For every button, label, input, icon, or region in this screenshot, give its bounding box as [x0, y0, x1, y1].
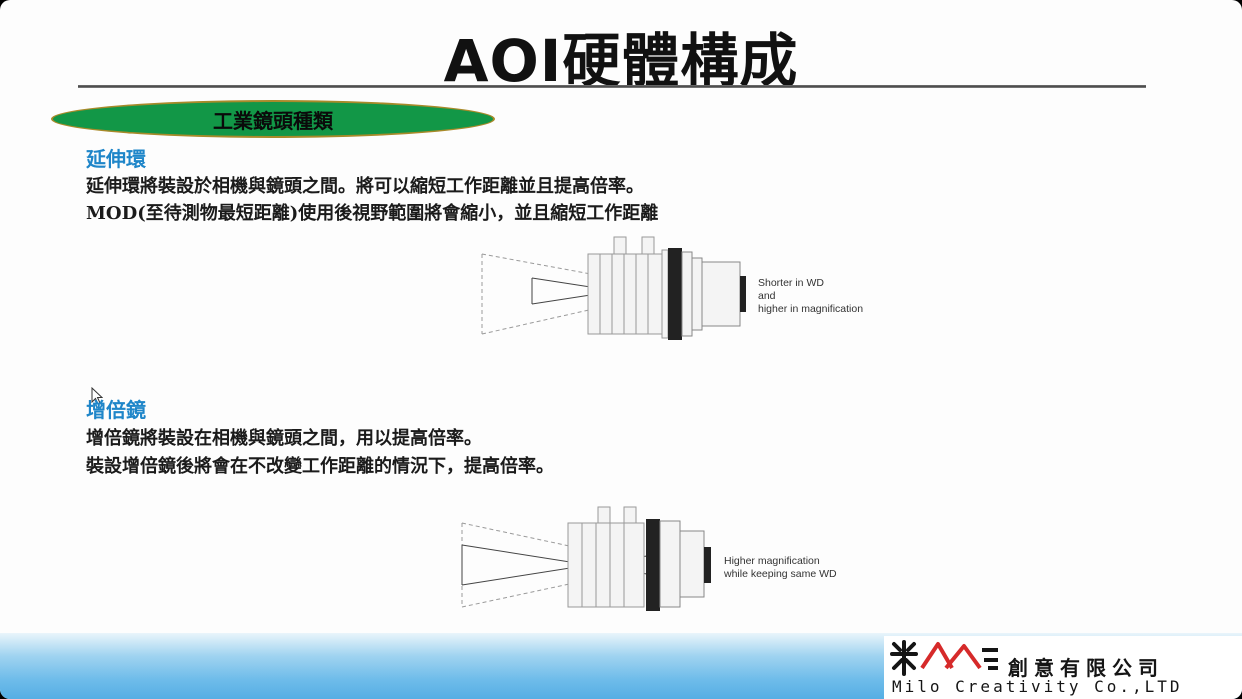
extension-ring-line-1: 延伸環將裝設於相機與鏡頭之間。將可以縮短工作距離並且提高倍率。 — [86, 176, 644, 197]
title-divider — [78, 85, 1146, 88]
section-pill: 工業鏡頭種類 — [51, 100, 495, 138]
extension-ring-diagram: Shorter in WD and higher in magnificatio… — [481, 236, 863, 340]
company-logo — [884, 636, 1242, 699]
company-name-en: Milo Creativity Co.,LTD — [892, 677, 1183, 696]
extension-caption-3: higher in magnification — [758, 303, 863, 315]
extension-ring-heading: 延伸環 — [86, 147, 146, 171]
extension-caption-2: and — [758, 290, 776, 302]
mouse-cursor-icon — [91, 387, 103, 405]
section-pill-label: 工業鏡頭種類 — [213, 108, 333, 133]
magnifier-heading: 增倍鏡 — [86, 398, 146, 422]
extension-caption-1: Shorter in WD — [758, 277, 824, 289]
company-name-cn: 創意有限公司 — [1008, 656, 1164, 680]
magnifier-diagram: Higher magnification while keeping same … — [461, 506, 837, 611]
magnifier-caption-2: while keeping same WD — [723, 568, 837, 580]
extension-ring-line-2: MOD(至待測物最短距離)使用後視野範圍將會縮小，並且縮短工作距離 — [86, 203, 659, 224]
magnifier-line-1: 增倍鏡將裝設在相機與鏡頭之間，用以提高倍率。 — [86, 428, 482, 449]
milo-logo-mark-icon — [890, 640, 998, 676]
magnifier-line-2: 裝設增倍鏡後將會在不改變工作距離的情況下，提高倍率。 — [86, 456, 554, 477]
magnifier-caption-1: Higher magnification — [724, 555, 820, 567]
slide-title: AOI硬體構成 — [443, 27, 799, 95]
